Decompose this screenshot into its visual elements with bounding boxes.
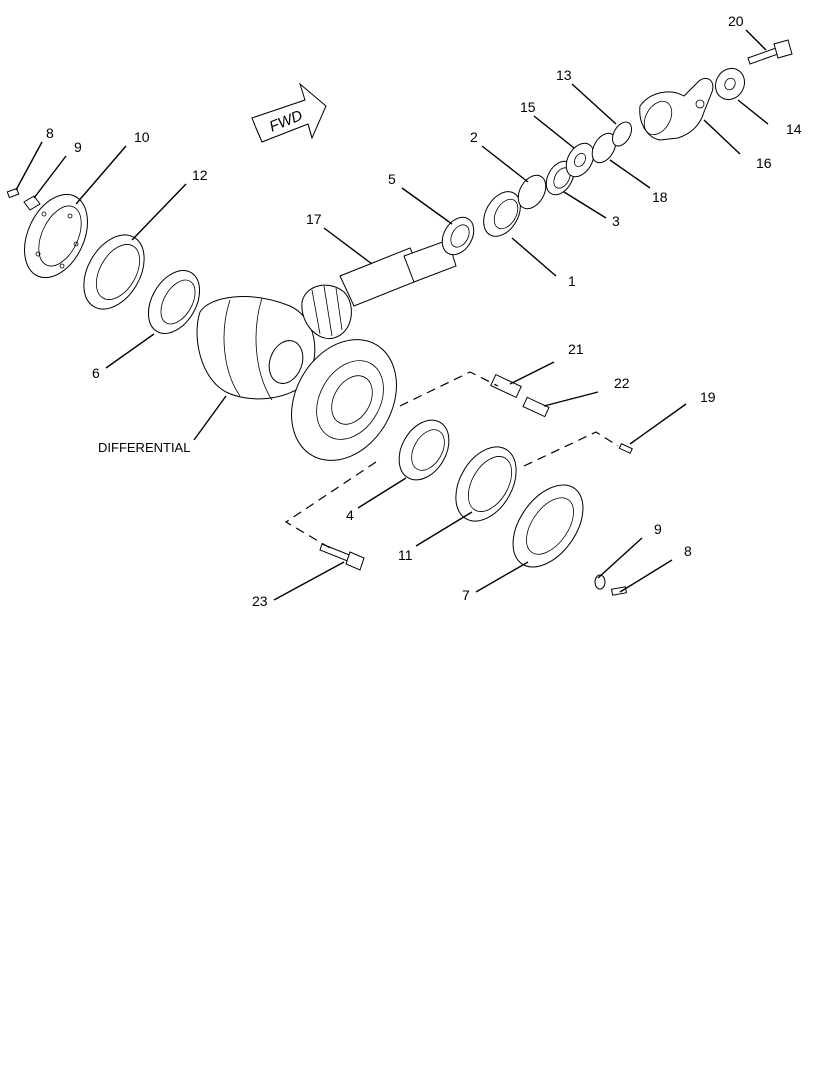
callout-9-top: 9 xyxy=(74,139,82,155)
bolt-lower xyxy=(611,586,627,596)
ring-gear xyxy=(291,339,397,461)
forward-arrow-icon: FWD xyxy=(251,82,327,143)
callout-5: 5 xyxy=(388,171,396,187)
callout-13: 13 xyxy=(556,67,572,83)
bearing-cage-lower xyxy=(512,484,584,568)
washer xyxy=(714,67,746,101)
bolt-left xyxy=(6,187,20,199)
callout-11: 11 xyxy=(398,547,413,563)
shim xyxy=(517,174,547,210)
pin-22 xyxy=(522,396,550,418)
bearing-cone-lower xyxy=(398,419,450,481)
bolt-top xyxy=(747,39,793,65)
callout-9-bottom: 9 xyxy=(654,521,662,537)
callout-7: 7 xyxy=(462,587,470,603)
callout-2: 2 xyxy=(470,129,478,145)
callout-14: 14 xyxy=(786,121,802,137)
callout-3: 3 xyxy=(612,213,620,229)
callout-6: 6 xyxy=(92,365,100,381)
spacer xyxy=(565,142,595,178)
callout-8-top: 8 xyxy=(46,125,54,141)
callout-1: 1 xyxy=(568,273,576,289)
bearing-cage-left xyxy=(24,193,88,279)
bearing-cup-left xyxy=(83,234,145,310)
alignment-line-upper xyxy=(399,371,499,407)
callout-numbers: 1 2 3 4 5 6 7 8 9 10 11 12 13 14 15 16 1… xyxy=(46,13,802,609)
roller-bearing-left xyxy=(147,270,201,334)
alignment-line-lower xyxy=(284,461,377,549)
callout-23: 23 xyxy=(252,593,268,609)
seal xyxy=(591,132,617,164)
callout-17: 17 xyxy=(306,211,322,227)
bearing-cone xyxy=(441,216,475,256)
pin-21 xyxy=(490,373,522,399)
differential-label: DIFFERENTIAL xyxy=(98,440,190,455)
callout-19: 19 xyxy=(700,389,716,405)
lock-left xyxy=(23,195,41,211)
alignment-line-middle xyxy=(523,431,619,467)
callout-21: 21 xyxy=(568,341,584,357)
callout-15: 15 xyxy=(520,99,536,115)
callout-12: 12 xyxy=(192,167,208,183)
o-ring xyxy=(612,121,632,147)
callout-10: 10 xyxy=(134,129,150,145)
callout-8-bottom: 8 xyxy=(684,543,692,559)
callout-16: 16 xyxy=(756,155,772,171)
leader-lines xyxy=(15,29,769,601)
bolt-23 xyxy=(319,543,365,571)
callout-18: 18 xyxy=(652,189,668,205)
callout-4: 4 xyxy=(346,507,354,523)
bearing-cup-right xyxy=(483,191,521,237)
differential-housing xyxy=(196,296,316,401)
callout-20: 20 xyxy=(728,13,744,29)
pinion-shaft xyxy=(301,239,457,340)
yoke xyxy=(639,77,714,141)
callout-22: 22 xyxy=(614,375,630,391)
bearing-cup-lower xyxy=(455,446,517,522)
dowel-pin xyxy=(618,442,633,454)
lock-lower xyxy=(594,574,606,590)
